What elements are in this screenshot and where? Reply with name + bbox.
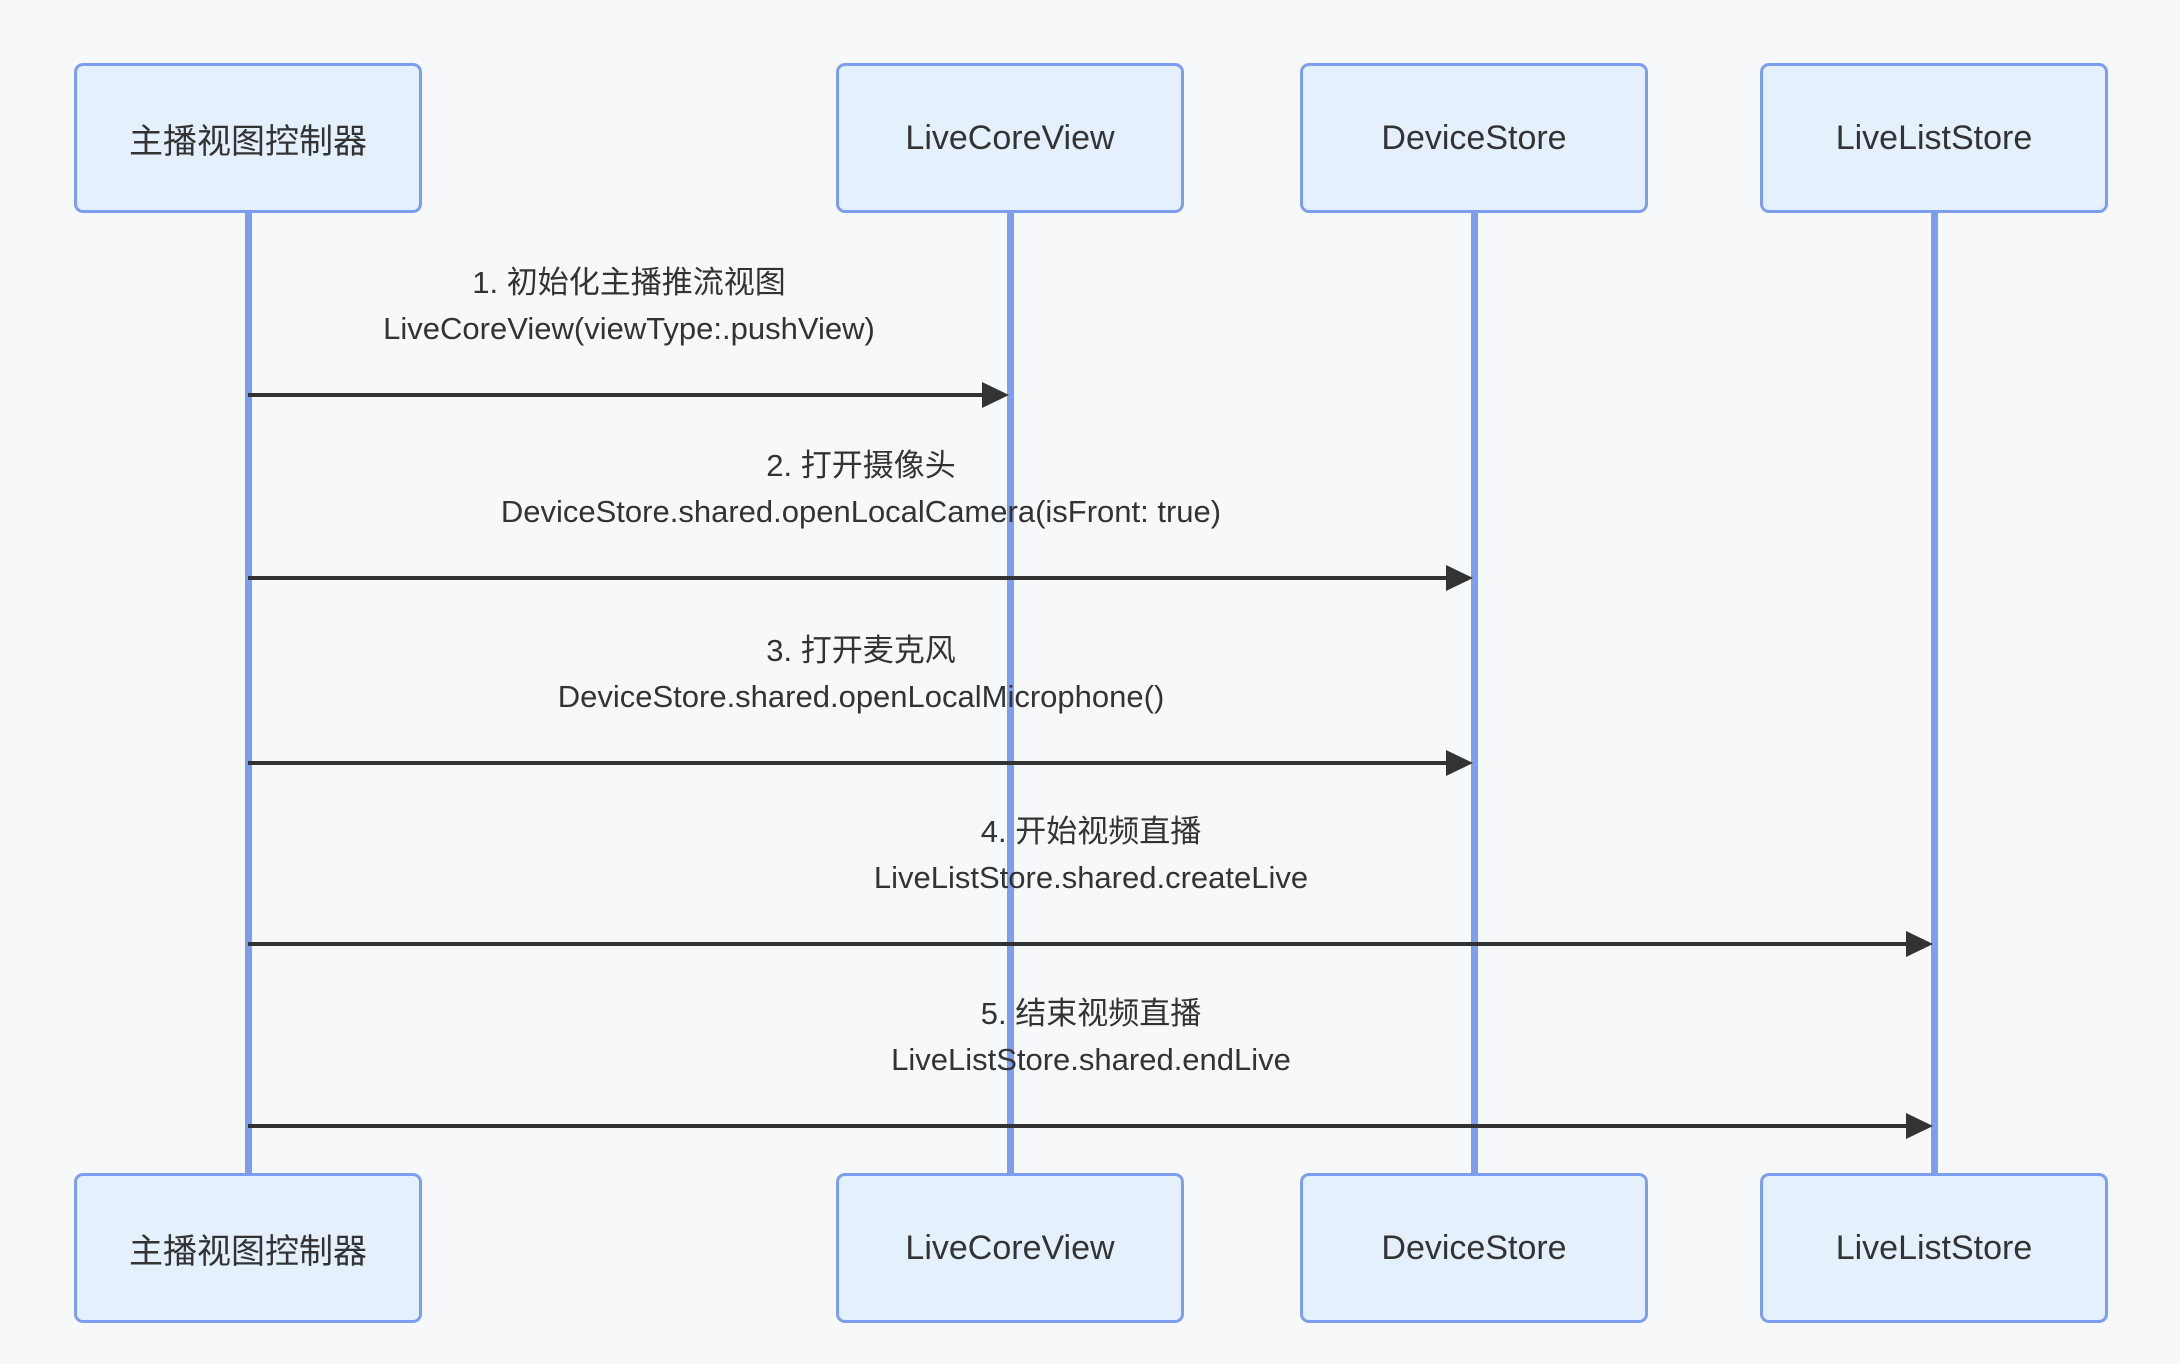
lifeline-device-store [1471,211,1478,1173]
actor-bottom-device-store: DeviceStore [1300,1173,1648,1323]
message-4-arrowhead-icon [1906,931,1933,957]
message-5-code: LiveListStore.shared.endLive [891,1042,1291,1077]
message-4-arrow-line [248,942,1906,946]
message-5-label: 5. 结束视频直播 LiveListStore.shared.endLive [591,991,1591,1083]
actor-label: LiveCoreView [905,118,1115,157]
message-2-arrow-line [248,576,1446,580]
message-3-label: 3. 打开麦克风 DeviceStore.shared.openLocalMic… [361,628,1361,720]
message-3-arrow-line [248,761,1446,765]
actor-label: LiveCoreView [905,1228,1115,1267]
message-5-arrowhead-icon [1906,1113,1933,1139]
actor-bottom-anchor-view-controller: 主播视图控制器 [74,1173,422,1323]
message-2-code: DeviceStore.shared.openLocalCamera(isFro… [500,494,1222,529]
message-2-label: 2. 打开摄像头 DeviceStore.shared.openLocalCam… [361,443,1361,535]
message-5-title: 5. 结束视频直播 [980,996,1202,1031]
actor-label: DeviceStore [1381,118,1567,157]
message-5-arrow-line [248,1124,1906,1128]
message-3-title: 3. 打开麦克风 [766,633,956,668]
actor-label: 主播视图控制器 [129,1232,367,1271]
actor-label: DeviceStore [1381,1228,1567,1267]
actor-top-live-core-view: LiveCoreView [836,63,1184,213]
message-2-title: 2. 打开摄像头 [766,448,956,483]
message-1-arrow-line [248,393,982,397]
lifeline-anchor-view-controller [245,211,252,1173]
message-1-label: 1. 初始化主播推流视图 LiveCoreView(viewType:.push… [129,260,1129,352]
lifeline-live-list-store [1931,211,1938,1173]
message-2-arrowhead-icon [1446,565,1473,591]
actor-label: LiveListStore [1835,1228,2033,1267]
message-3-arrowhead-icon [1446,750,1473,776]
message-4-code: LiveListStore.shared.createLive [873,860,1309,895]
actor-bottom-live-list-store: LiveListStore [1760,1173,2108,1323]
message-1-code: LiveCoreView(viewType:.pushView) [383,311,875,346]
actor-top-live-list-store: LiveListStore [1760,63,2108,213]
message-3-code: DeviceStore.shared.openLocalMicrophone() [557,679,1165,714]
lifeline-live-core-view [1007,211,1014,1173]
actor-label: LiveListStore [1835,118,2033,157]
actor-top-anchor-view-controller: 主播视图控制器 [74,63,422,213]
message-1-title: 1. 初始化主播推流视图 [472,265,786,300]
actor-top-device-store: DeviceStore [1300,63,1648,213]
actor-bottom-live-core-view: LiveCoreView [836,1173,1184,1323]
message-4-label: 4. 开始视频直播 LiveListStore.shared.createLiv… [591,809,1591,901]
message-1-arrowhead-icon [982,382,1009,408]
actor-label: 主播视图控制器 [129,122,367,161]
message-4-title: 4. 开始视频直播 [980,814,1202,849]
